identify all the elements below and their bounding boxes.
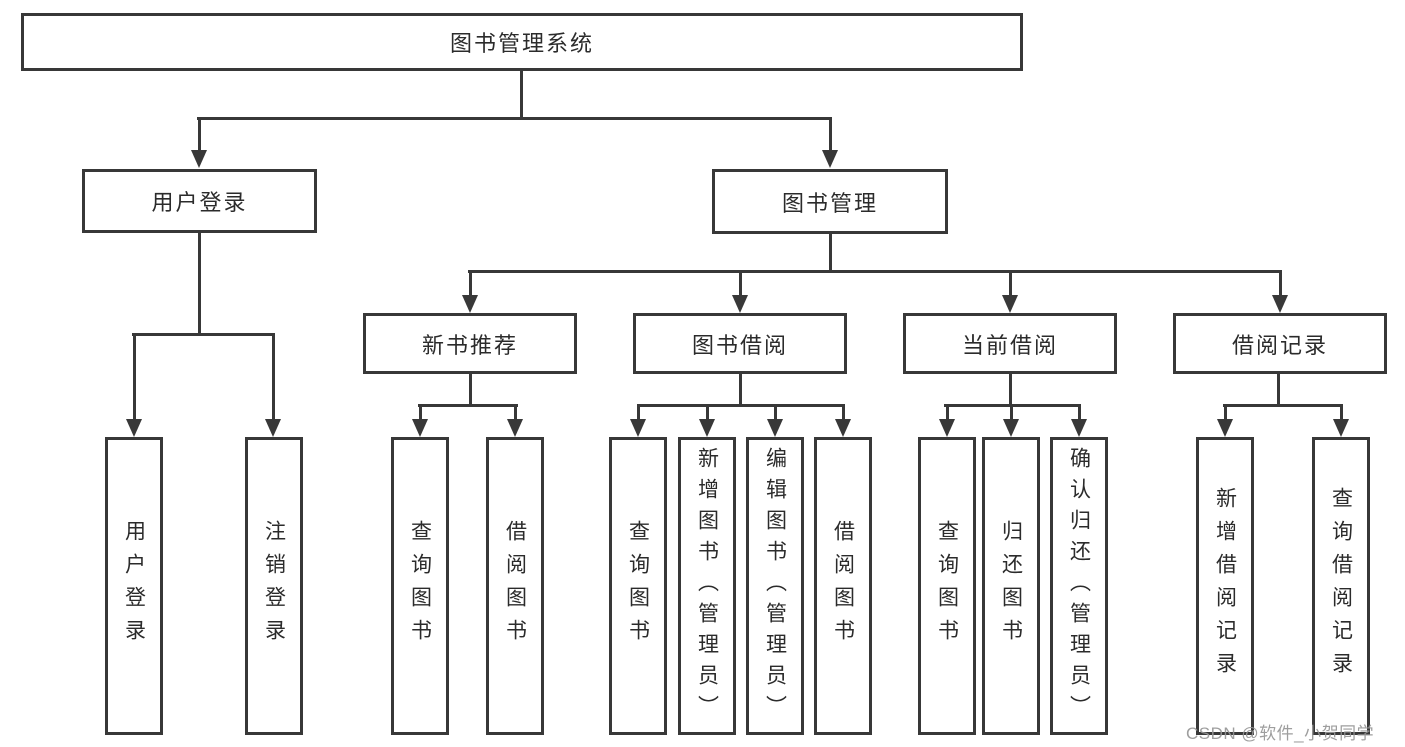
- arrow-down-icon: [412, 419, 428, 437]
- arrow-down-icon: [1002, 295, 1018, 313]
- connector-line: [133, 333, 136, 421]
- node-book-management-label: 图书管理: [781, 190, 878, 216]
- connector-line: [469, 270, 472, 298]
- arrow-down-icon: [1003, 419, 1019, 437]
- connector-line: [774, 404, 777, 424]
- node-book-borrow: 图书借阅: [633, 313, 847, 374]
- leaf-confirm-return-admin-label: 确认归还（管理员）: [1067, 446, 1091, 726]
- connector-line: [1009, 371, 1012, 407]
- leaf-query-borrow-record-label: 查询借阅记录: [1329, 487, 1353, 685]
- connector-line: [739, 371, 742, 407]
- arrow-down-icon: [1272, 295, 1288, 313]
- connector-line: [739, 270, 742, 298]
- connector-line: [272, 333, 275, 421]
- arrow-down-icon: [630, 419, 646, 437]
- leaf-query-books-current-label: 查询图书: [935, 520, 959, 652]
- connector-line: [469, 371, 472, 407]
- leaf-logout: 注销登录: [245, 437, 303, 735]
- leaf-query-books-current: 查询图书: [918, 437, 976, 735]
- node-user-login-label: 用户登录: [151, 190, 248, 215]
- connector-line: [418, 404, 518, 407]
- arrow-down-icon: [507, 419, 523, 437]
- connector-line: [1279, 270, 1282, 298]
- leaf-borrow-books: 借阅图书: [814, 437, 872, 735]
- csdn-watermark: CSDN @软件_小贺同学: [1186, 724, 1375, 743]
- connector-line: [637, 404, 844, 407]
- node-root: 图书管理系统: [21, 13, 1023, 71]
- connector-line: [468, 270, 1281, 273]
- arrow-down-icon: [265, 419, 281, 437]
- connector-line: [842, 404, 845, 424]
- connector-line: [829, 233, 832, 273]
- connector-line: [706, 404, 709, 424]
- leaf-borrow-books-recommend-label: 借阅图书: [503, 520, 527, 652]
- leaf-return-books-label: 归还图书: [999, 520, 1023, 652]
- connector-line: [1277, 371, 1280, 407]
- connector-line: [197, 117, 832, 120]
- connector-line: [1340, 404, 1343, 424]
- arrow-down-icon: [822, 150, 838, 168]
- node-borrow-records: 借阅记录: [1173, 313, 1387, 374]
- leaf-confirm-return-admin: 确认归还（管理员）: [1050, 437, 1108, 735]
- connector-line: [419, 404, 422, 424]
- arrow-down-icon: [939, 419, 955, 437]
- node-new-book-recommend-label: 新书推荐: [421, 332, 518, 358]
- node-user-login: 用户登录: [82, 169, 317, 233]
- leaf-edit-books-admin-label: 编辑图书（管理员）: [763, 446, 787, 726]
- connector-line: [1224, 404, 1227, 424]
- connector-line: [520, 70, 523, 120]
- arrow-down-icon: [767, 419, 783, 437]
- leaf-return-books: 归还图书: [982, 437, 1040, 735]
- connector-line: [198, 231, 201, 335]
- leaf-add-borrow-record: 新增借阅记录: [1196, 437, 1254, 735]
- leaf-query-books-borrow: 查询图书: [609, 437, 667, 735]
- leaf-query-books-borrow-label: 查询图书: [626, 520, 650, 652]
- node-borrow-records-label: 借阅记录: [1231, 332, 1328, 358]
- leaf-borrow-books-recommend: 借阅图书: [486, 437, 544, 735]
- connector-line: [829, 117, 832, 153]
- arrow-down-icon: [1071, 419, 1087, 437]
- connector-line: [132, 333, 275, 336]
- leaf-user-login: 用户登录: [105, 437, 163, 735]
- leaf-add-books-admin: 新增图书（管理员）: [678, 437, 736, 735]
- connector-line: [637, 404, 640, 424]
- leaf-query-books-recommend-label: 查询图书: [408, 520, 432, 652]
- node-root-label: 图书管理系统: [449, 31, 594, 56]
- leaf-query-borrow-record: 查询借阅记录: [1312, 437, 1370, 735]
- leaf-logout-label: 注销登录: [262, 520, 286, 652]
- leaf-user-login-label: 用户登录: [122, 520, 146, 652]
- leaf-borrow-books-label: 借阅图书: [831, 520, 855, 652]
- arrow-down-icon: [732, 295, 748, 313]
- leaf-edit-books-admin: 编辑图书（管理员）: [746, 437, 804, 735]
- arrow-down-icon: [191, 150, 207, 168]
- connector-line: [1223, 404, 1342, 407]
- node-current-borrow-label: 当前借阅: [961, 332, 1058, 358]
- leaf-add-books-admin-label: 新增图书（管理员）: [695, 446, 719, 726]
- arrow-down-icon: [699, 419, 715, 437]
- node-current-borrow: 当前借阅: [903, 313, 1117, 374]
- connector-line: [1010, 404, 1013, 424]
- connector-line: [1009, 270, 1012, 298]
- node-book-borrow-label: 图书借阅: [691, 332, 788, 358]
- arrow-down-icon: [462, 295, 478, 313]
- node-new-book-recommend: 新书推荐: [363, 313, 577, 374]
- connector-line: [198, 117, 201, 153]
- arrow-down-icon: [1217, 419, 1233, 437]
- arrow-down-icon: [126, 419, 142, 437]
- connector-line: [946, 404, 949, 424]
- leaf-add-borrow-record-label: 新增借阅记录: [1213, 487, 1237, 685]
- arrow-down-icon: [1333, 419, 1349, 437]
- arrow-down-icon: [835, 419, 851, 437]
- connector-line: [1078, 404, 1081, 424]
- leaf-query-books-recommend: 查询图书: [391, 437, 449, 735]
- node-book-management: 图书管理: [712, 169, 948, 234]
- connector-line: [514, 404, 517, 424]
